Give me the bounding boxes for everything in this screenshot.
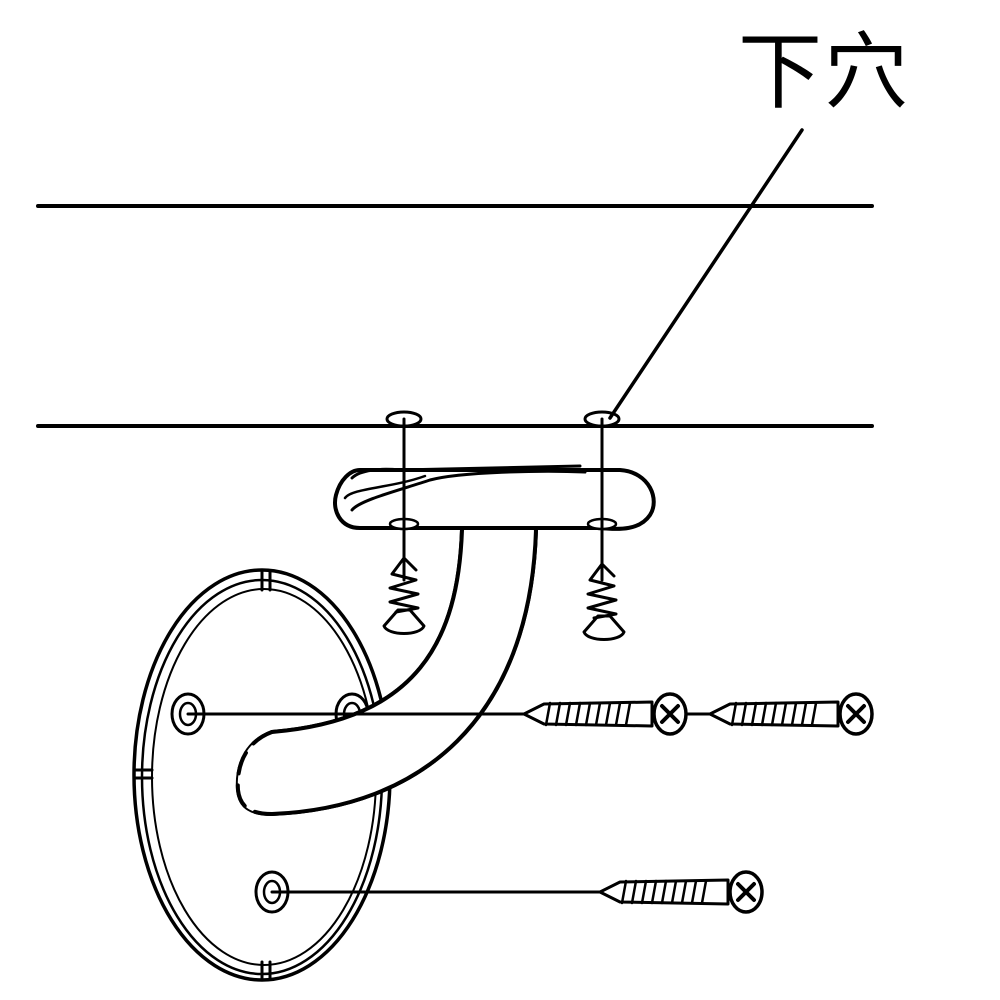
callout-leader-line [608,128,804,420]
bracket-arm-outer-edge [270,528,538,816]
saddle-screw-left-head [382,608,426,635]
phillips-icon [736,882,756,902]
bracket-arm-inner-edge [270,528,464,734]
wall-screw-lower-thread [620,879,708,905]
phillips-icon [660,704,680,724]
saddle-screw-right-thread [586,562,618,620]
pilot-holes [385,410,621,428]
bracket-saddle [333,464,656,531]
saddle-top-lip [350,464,582,480]
saddle-screw-right [582,562,626,641]
wall-screw-upper-2-thread [730,701,818,727]
wall-screw-upper-2 [708,692,874,736]
wall-screw-upper-1-thread [544,701,632,727]
saddle-screw-right-head [582,614,626,641]
wall-screw-upper-1 [522,692,688,736]
saddle-inner-curve [350,469,587,512]
bracket-arm-fill [237,530,537,814]
bracket-arm-end-hidden [235,730,274,816]
saddle-alignment-lines [402,417,604,582]
handrail [36,204,874,428]
saddle-inner-curve-2 [343,474,427,500]
saddle-screw-left-thread [388,556,420,614]
phillips-icon [846,704,866,724]
wall-screw-lower [598,870,764,914]
saddle-screw-left [382,556,426,635]
pilot-hole-label: 下穴 [738,23,911,121]
